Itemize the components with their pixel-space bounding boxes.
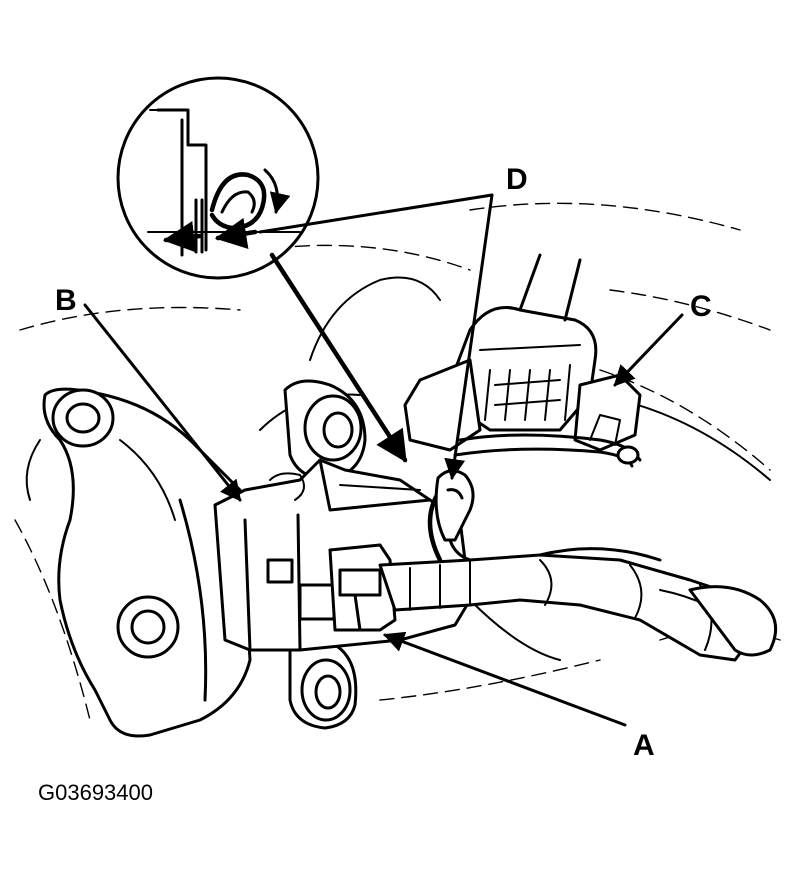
- callout-label-c: C: [690, 290, 712, 323]
- leader-lines: [83, 193, 684, 727]
- callout-label-b: B: [55, 284, 77, 317]
- mounting-boss-lower: [288, 639, 358, 730]
- upper-actuator: [403, 253, 642, 468]
- wire-harness: [378, 547, 778, 662]
- figure-id: G03693400: [38, 780, 153, 805]
- wire-clip: [427, 469, 475, 563]
- detail-inset: [116, 76, 320, 280]
- mounting-bracket: [42, 387, 252, 738]
- callout-label-d: D: [506, 163, 528, 196]
- electrical-connector: [328, 543, 397, 632]
- mounting-boss-upper: [283, 379, 367, 481]
- callout-label-a: A: [633, 729, 655, 762]
